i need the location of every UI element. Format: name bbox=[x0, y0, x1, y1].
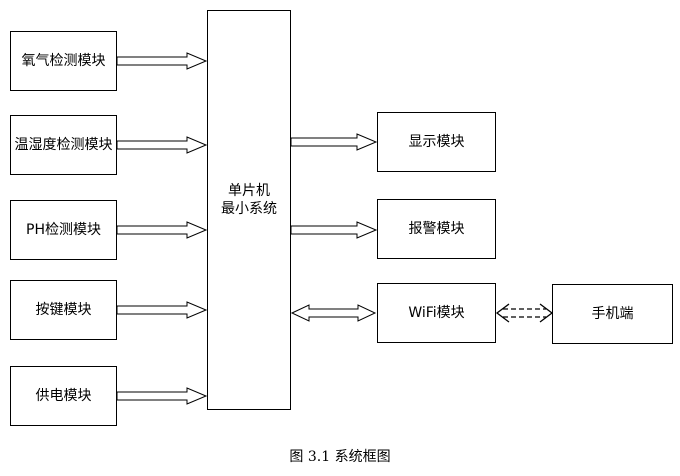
phone-terminal-label: 手机端 bbox=[591, 306, 634, 322]
mcu-label-line2: 最小系统 bbox=[221, 201, 277, 217]
oxygen-detection-module: 氧气检测模块 bbox=[10, 31, 117, 91]
display-module-label: 显示模块 bbox=[408, 134, 465, 150]
figure-caption: 图 3.1 系统框图 bbox=[289, 449, 391, 465]
power-supply-module: 供电模块 bbox=[10, 366, 117, 426]
wifi-module: WiFi模块 bbox=[377, 283, 496, 343]
mcu-minimum-system: 单片机 最小系统 bbox=[207, 10, 291, 410]
alarm-module: 报警模块 bbox=[377, 199, 496, 259]
wifi-module-label: WiFi模块 bbox=[408, 305, 465, 321]
arrow-mcu-to-alarm bbox=[290, 221, 378, 239]
arrow-mcu-wifi-bidirectional bbox=[290, 304, 377, 322]
ph-detection-module: PH检测模块 bbox=[10, 200, 117, 260]
arrow-mcu-to-display bbox=[290, 133, 378, 151]
display-module: 显示模块 bbox=[377, 112, 496, 172]
arrow-key-to-mcu bbox=[116, 301, 208, 319]
mcu-label-line1: 单片机 bbox=[228, 183, 270, 199]
phone-terminal: 手机端 bbox=[552, 284, 673, 344]
arrow-ph-to-mcu bbox=[116, 221, 208, 239]
arrow-oxygen-to-mcu bbox=[116, 52, 208, 70]
temp-humidity-detection-module: 温湿度检测模块 bbox=[10, 115, 117, 175]
key-module-label: 按键模块 bbox=[35, 302, 92, 318]
oxygen-detection-label: 氧气检测模块 bbox=[21, 53, 106, 69]
arrow-temp-humidity-to-mcu bbox=[116, 136, 208, 154]
key-module: 按键模块 bbox=[10, 280, 117, 340]
arrow-power-to-mcu bbox=[116, 387, 208, 405]
power-supply-label: 供电模块 bbox=[35, 388, 92, 404]
arrow-wifi-phone-wireless bbox=[495, 303, 554, 323]
alarm-module-label: 报警模块 bbox=[408, 221, 465, 237]
ph-detection-label: PH检测模块 bbox=[26, 222, 101, 238]
temp-humidity-detection-label: 温湿度检测模块 bbox=[14, 137, 113, 153]
